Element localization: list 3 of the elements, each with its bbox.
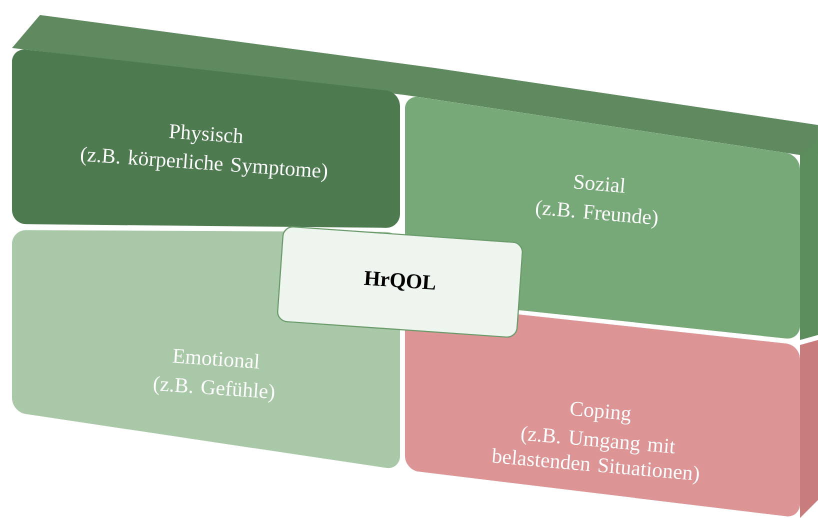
quadrant-panel: Coping (z.B. Umgang mit belastenden Situationen) [405,303,800,516]
center-box: HrQOL [277,226,523,338]
quadrant-panel: Physisch (z.B. körperliche Symptome) [12,49,400,228]
